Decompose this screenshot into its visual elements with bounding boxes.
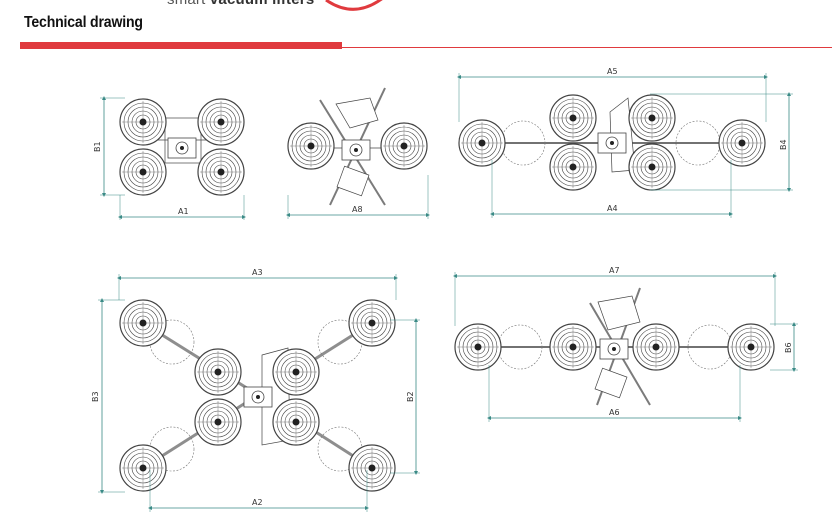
suction-cup-icon [287,122,335,170]
dim-label-B2: B2 [406,391,415,402]
suction-cup-icon [380,122,428,170]
dim-label-A8: A8 [352,205,363,214]
suction-cup-icon [727,323,775,371]
section-title: Technical drawing [24,14,143,31]
suction-cup-icon [194,348,242,396]
dim-label-B6: B6 [784,342,793,353]
suction-cup-icon [348,299,396,347]
dim-label-A2: A2 [252,498,263,507]
suction-cup-icon [718,119,766,167]
suction-cup-icon [628,143,676,191]
suction-cup-icon [119,98,167,146]
suction-cup-icon [119,148,167,196]
dim-label-A3: A3 [252,268,263,277]
dim-label-A7: A7 [609,266,620,275]
suction-cup-icon [197,98,245,146]
dim-label-B4: B4 [779,139,788,150]
view-compact: A1 B1 [93,96,246,220]
dim-label-B3: B3 [91,391,100,402]
suction-cup-icon [549,143,597,191]
suction-cup-icon [194,398,242,446]
dim-label-B1: B1 [93,141,102,152]
title-underline-bar [20,42,342,49]
dim-label-A1: A1 [178,207,189,216]
brand-prefix: smart [167,0,206,8]
suction-cup-icon [632,323,680,371]
suction-cup-icon [628,94,676,142]
suction-cup-icon [348,444,396,492]
header-rule [342,47,832,48]
brand-wordmark: smart vacuum lifters [167,0,314,8]
suction-cup-icon [458,119,506,167]
brand-bold: vacuum lifters [210,0,315,8]
suction-cup-icon [549,94,597,142]
dim-label-A4: A4 [607,204,618,213]
suction-cup-icon [549,323,597,371]
suction-cup-icon [197,148,245,196]
view-inline-rotated: A7 A6 B6 [453,266,798,422]
view-inline-extended: A5 A4 B4 [457,67,793,218]
view-rotated: A8 [286,87,430,219]
suction-cup-icon [272,398,320,446]
suction-cup-icon [272,348,320,396]
logo-arc-icon [325,0,383,11]
suction-cup-icon [119,299,167,347]
suction-cup-icon [454,323,502,371]
dim-label-A6: A6 [609,408,620,417]
dim-label-A5: A5 [607,67,618,76]
view-cross-extended: A3 A2 B3 B2 [91,268,420,512]
suction-cup-icon [119,444,167,492]
